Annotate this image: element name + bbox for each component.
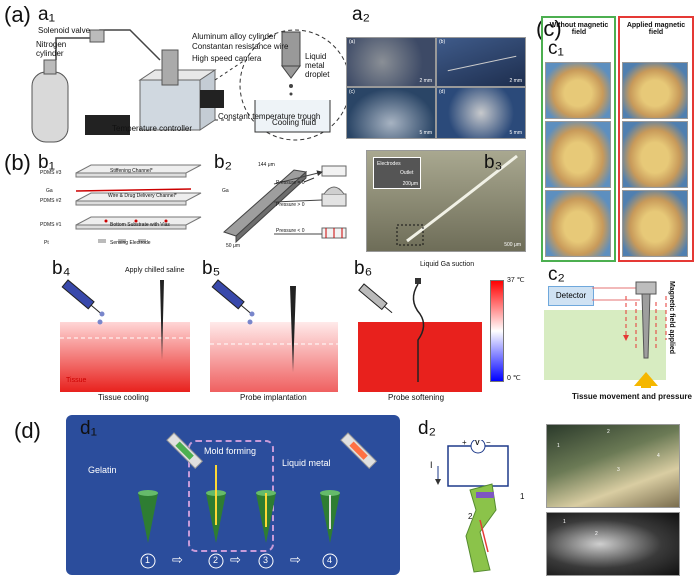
label-dim-50: 50 μm [226, 243, 240, 249]
arrow-1: ⇨ [172, 552, 183, 567]
label-solenoid-valve: Solenoid valve [38, 26, 91, 35]
frame-without-field [541, 16, 616, 262]
plus-terminal: + [462, 438, 467, 447]
label-ga-probe: Ga [222, 188, 229, 194]
label-cooling-fluid: Cooling fluid [272, 118, 317, 127]
leg-marker-1: 1 [520, 492, 525, 501]
caption-probe-implantation: Probe implantation [240, 393, 307, 402]
inset-electrodes: Electrodes Outlet 200μm [373, 157, 421, 189]
caption-tissue-cooling: Tissue cooling [98, 393, 149, 402]
leg-marker-2: 2 [468, 512, 473, 521]
colorbar-max: 37 ℃ [507, 277, 525, 284]
panel-label-b2: b₂ [214, 152, 232, 173]
photo-c1-applied-2 [622, 121, 688, 188]
layer-pt: Pt [44, 240, 49, 246]
label-bottom-substrate: Bottom Substrate with Vias [110, 222, 170, 228]
panel-label-a1: a₁ [38, 4, 55, 25]
panel-label-b5: b₅ [202, 258, 221, 279]
apparatus-diagram [31, 29, 350, 143]
caption-probe-softening: Probe softening [388, 393, 445, 402]
probe-implantation-diagram [210, 279, 338, 392]
label-temperature-controller: Temperature controller [112, 124, 193, 133]
minus-terminal: − [486, 438, 491, 447]
label-wire-drug-channel: Wire & Drug Delivery Channel* [108, 193, 177, 199]
layer-exploded-diagram [75, 164, 202, 243]
panel-label-b6: b₆ [354, 258, 373, 279]
detector-box: Detector [548, 286, 594, 306]
header-without-field: Without magnetic field [549, 22, 609, 36]
temperature-colorbar [490, 280, 504, 382]
current-symbol: I [430, 460, 433, 470]
label-gelatin: Gelatin [88, 465, 117, 475]
layer-pdms1: PDMS #1 [40, 222, 62, 228]
label-constantan-wire: Constantan resistance wire [192, 42, 289, 51]
layer-pdms3: PDMS #3 [40, 170, 62, 176]
step-2: 2 [213, 555, 219, 565]
photo-needles: (b) 2 mm [436, 37, 526, 87]
panel-label-b1: b₁ [38, 152, 55, 173]
step-4: 4 [327, 555, 333, 565]
probe-softening-diagram [358, 278, 482, 392]
panel-label-b3: b₃ [484, 152, 503, 173]
label-tissue-movement: Tissue movement and pressure [572, 392, 692, 401]
panel-label-d: (d) [14, 418, 41, 443]
leg-circuit-diagram [435, 440, 509, 573]
nitrogen-cylinder-shape [31, 71, 69, 143]
photo-probe-micrograph: Electrodes Outlet 200μm 500 μm [366, 150, 526, 252]
layer-ga: Ga [46, 188, 53, 194]
photo-ring: (d) 5 mm [436, 87, 526, 139]
panel-label-c2: c₂ [548, 264, 565, 285]
panel-label-d1: d₁ [80, 418, 97, 439]
panel-label-d2: d₂ [418, 418, 436, 439]
tissue-cooling-diagram [60, 279, 190, 392]
voltmeter-symbol: V [475, 440, 480, 447]
photo-c1-applied-3 [622, 190, 688, 257]
label-mold-forming: Mold forming [204, 446, 257, 456]
photo-frog-leg: 2 1 3 4 [546, 424, 680, 508]
label-aluminum-cylinder: Aluminum alloy cylinder [192, 32, 277, 41]
photo-cone: (c) 5 mm [346, 87, 436, 139]
magnetic-field-diagram [592, 281, 667, 388]
photo-c1-without-2 [545, 121, 611, 188]
label-liquid-metal-droplet: Liquid metal droplet [305, 52, 330, 79]
label-liquid-metal: Liquid metal [282, 458, 331, 468]
panel-label-a2: a₂ [352, 4, 370, 25]
probe-pressure-diagram [223, 165, 347, 244]
label-nitrogen-cylinder: Nitrogen cylinder [36, 40, 67, 58]
label-sensing-electrode: Sensing Electrode [110, 240, 151, 246]
label-liquid-ga-suction: Liquid Ga suction [420, 261, 475, 268]
label-pressure-positive: Pressure > 0 [276, 202, 305, 208]
label-magnetic-field-applied: Magnetic field applied [668, 280, 676, 355]
panel-label-c: (c) [536, 16, 562, 41]
label-apply-chilled-saline: Apply chilled saline [125, 267, 185, 274]
frame-applied-field [618, 16, 694, 262]
photo-c1-applied-1 [622, 62, 688, 119]
layer-pdms2: PDMS #2 [40, 198, 62, 204]
colorbar-min: 0 ℃ [507, 375, 521, 382]
label-pressure-negative: Pressure < 0 [276, 228, 305, 234]
label-dim-144: 144 μm [258, 162, 275, 168]
panel-label-b4: b₄ [52, 258, 71, 279]
photo-c1-without-1 [545, 62, 611, 119]
step-3: 3 [263, 555, 269, 565]
mold-process-diagram [138, 432, 377, 569]
step-1: 1 [145, 555, 151, 565]
label-stiffening-channel: Stiffening Channel* [110, 168, 153, 174]
panel-label-a: (a) [4, 2, 31, 27]
photo-xray: 1 2 [546, 512, 680, 576]
arrow-3: ⇨ [290, 552, 301, 567]
solenoid-valve-shape [89, 29, 105, 43]
panel-label-b: (b) [4, 150, 31, 175]
label-tissue: Tissue [66, 377, 87, 384]
photo-droplets: (a) 2 mm [346, 37, 436, 87]
label-pressure-zero: Pressure = 0 [276, 180, 305, 186]
photo-c1-without-3 [545, 190, 611, 257]
header-applied-field: Applied magnetic field [626, 22, 686, 36]
panel-label-c1: c₁ [548, 38, 564, 59]
label-constant-trough: Constant temperature trough [218, 112, 321, 121]
label-high-speed-camera: High speed camera [192, 54, 262, 63]
arrow-2: ⇨ [230, 552, 241, 567]
